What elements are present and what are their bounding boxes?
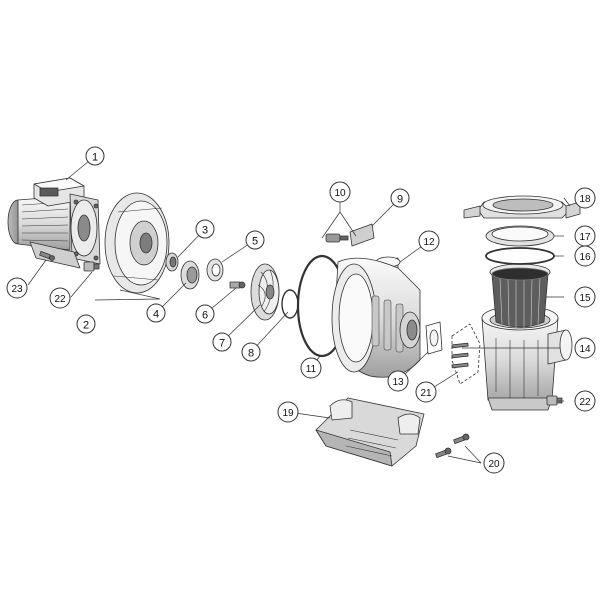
- callout-21: 21: [415, 381, 437, 403]
- pump-base-part: [315, 397, 425, 467]
- svg-text:12: 12: [423, 237, 435, 248]
- pump-housing-part: [331, 256, 421, 378]
- callout-bubbles: 1 2 3 4 5 6 7 8 9 10 11 12 13 14 15 16 1…: [6, 146, 596, 474]
- base-screws-part: [435, 433, 470, 458]
- strainer-basket-part: [489, 263, 551, 328]
- impeller-part: [250, 263, 280, 321]
- svg-text:7: 7: [219, 338, 225, 350]
- callout-22-left: 22: [49, 287, 71, 309]
- callout-13: 13: [387, 370, 409, 392]
- callout-22-right: 22: [574, 390, 596, 412]
- callout-9: 9: [390, 188, 410, 208]
- callout-20: 20: [483, 452, 505, 474]
- callout-16: 16: [574, 245, 596, 267]
- svg-text:5: 5: [252, 236, 258, 248]
- diffuser-oring-part: [281, 289, 299, 319]
- svg-text:3: 3: [202, 225, 208, 237]
- callout-23: 23: [6, 277, 28, 299]
- callout-3: 3: [195, 219, 215, 239]
- seal-plate-part: [104, 192, 170, 294]
- callout-8: 8: [241, 342, 261, 362]
- flange-gasket-part: [425, 321, 443, 355]
- impeller-screw-part: [229, 281, 246, 289]
- lid-oring-part: [485, 247, 555, 265]
- callout-2: 2: [76, 314, 96, 334]
- drain-plug-left-part: [83, 261, 100, 272]
- svg-text:23: 23: [11, 284, 23, 295]
- motor-foot-screw-part: [39, 251, 55, 261]
- housing-bolts-part: [451, 323, 481, 385]
- svg-text:6: 6: [202, 310, 208, 322]
- svg-text:2: 2: [83, 320, 89, 332]
- svg-text:19: 19: [282, 408, 294, 419]
- callout-17: 17: [574, 225, 596, 247]
- seal-ring-part: [180, 260, 200, 290]
- svg-text:10: 10: [334, 188, 346, 199]
- callout-15: 15: [574, 286, 596, 308]
- callout-12: 12: [418, 230, 440, 252]
- svg-text:21: 21: [420, 388, 432, 399]
- svg-text:17: 17: [579, 232, 591, 243]
- callout-18: 18: [574, 187, 596, 209]
- callout-19: 19: [277, 401, 299, 423]
- svg-text:22: 22: [54, 294, 66, 305]
- svg-text:22: 22: [579, 397, 591, 408]
- strainer-lid-part: [485, 225, 555, 247]
- clamp-screw-part: [325, 233, 349, 243]
- callout-11: 11: [300, 357, 322, 379]
- callout-14: 14: [574, 337, 596, 359]
- callout-4: 4: [146, 303, 166, 323]
- drain-plug-right-part: [546, 395, 563, 406]
- callout-10: 10: [329, 181, 351, 203]
- motor-part: [7, 177, 101, 269]
- svg-text:15: 15: [579, 293, 591, 304]
- svg-text:4: 4: [153, 309, 159, 321]
- svg-text:14: 14: [579, 344, 591, 355]
- shaft-seal-part: [165, 252, 179, 272]
- svg-text:13: 13: [392, 377, 404, 388]
- clamp-band-part: [349, 223, 375, 247]
- callout-7: 7: [212, 332, 232, 352]
- svg-text:18: 18: [579, 194, 591, 205]
- svg-text:16: 16: [579, 252, 591, 263]
- callout-5: 5: [245, 230, 265, 250]
- svg-text:11: 11: [306, 364, 317, 375]
- svg-text:8: 8: [248, 348, 254, 360]
- lid-lock-ring-part: [463, 195, 581, 219]
- callout-6: 6: [195, 304, 215, 324]
- svg-text:20: 20: [488, 459, 500, 470]
- spring-seal-part: [206, 258, 224, 282]
- svg-text:9: 9: [397, 194, 403, 206]
- callout-1: 1: [85, 146, 105, 166]
- svg-text:1: 1: [92, 152, 98, 164]
